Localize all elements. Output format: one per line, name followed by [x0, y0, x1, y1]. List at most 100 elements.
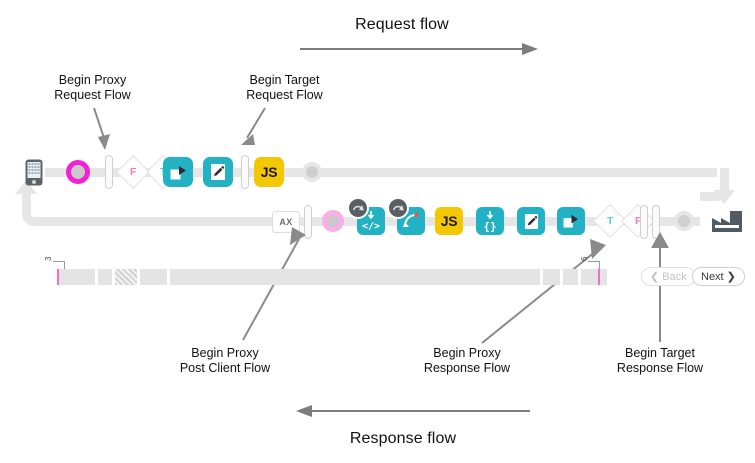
separator-bar-glyph: [652, 205, 660, 239]
timeline-divider: [167, 269, 170, 285]
timeline-marker-right[interactable]: [598, 269, 600, 285]
request-flow-title: Request flow: [355, 16, 449, 33]
next-button[interactable]: Next ❯: [692, 267, 745, 286]
flow-end-marker[interactable]: [674, 211, 694, 231]
response-flow-arrow: [296, 405, 530, 417]
callout-begin-target-request-flow: Begin Target Request Flow: [222, 73, 347, 103]
callout-begin-proxy-response-flow: Begin Proxy Response Flow: [402, 346, 532, 376]
callout-line-2: Response Flow: [423, 361, 511, 375]
condition-label: F: [129, 165, 137, 178]
xml-code-icon: </>: [362, 211, 380, 232]
mobile-device-icon[interactable]: [24, 158, 44, 186]
callout-begin-proxy-post-client-flow: Begin Proxy Post Client Flow: [160, 346, 290, 376]
request-flow-arrowhead: [713, 190, 735, 204]
javascript-tile: JS: [435, 207, 463, 235]
policy-edit[interactable]: [203, 157, 233, 187]
javascript-label: JS: [440, 213, 458, 229]
pencil-icon: [211, 164, 225, 180]
assign-message-icon: [170, 165, 186, 179]
callout-arrow-begin-proxy-request-flow: [93, 107, 110, 150]
target-server-icon[interactable]: [712, 209, 742, 233]
curved-arrow-icon: [353, 205, 364, 211]
timeline-right-tick-label: 6: [580, 256, 589, 261]
flow-end-dot: [302, 162, 322, 182]
svg-text:{}: {}: [483, 220, 496, 233]
edit-tile: [517, 207, 545, 235]
xml-code-tile: </>: [357, 207, 385, 235]
callout-line-2: Request Flow: [54, 88, 131, 102]
back-button[interactable]: ❮ Back: [641, 267, 696, 286]
callout-line-1: Begin Proxy: [191, 346, 259, 360]
callout-arrow-begin-proxy-response-flow: [481, 239, 606, 344]
assign-message-tile: [557, 207, 585, 235]
timeline-divider: [95, 269, 98, 285]
curved-arrow-icon: [393, 205, 404, 211]
policy-javascript[interactable]: JS: [254, 157, 284, 187]
timeline-right-tick-line: [599, 261, 600, 275]
timeline-left-tick-label: 3: [44, 256, 53, 261]
timeline[interactable]: 3 6 ❮ Back Next ❯: [0, 255, 755, 295]
callout-line-1: Begin Target: [625, 346, 695, 360]
policy-assign-message[interactable]: [163, 157, 193, 187]
assign-message-icon: [563, 214, 578, 228]
ax-box: AX: [272, 211, 300, 233]
flow-separator-bar[interactable]: [241, 155, 249, 189]
request-flow-down-segment: [720, 172, 729, 192]
timeline-divider: [578, 269, 581, 285]
callout-arrow-begin-target-response-flow: [651, 232, 669, 342]
fault-rule-badge[interactable]: [387, 197, 409, 219]
timeline-divider: [560, 269, 563, 285]
raise-fault-icon: [403, 212, 419, 228]
factory-glyph: [712, 211, 742, 232]
post-client-ring: [322, 210, 344, 232]
separator-bar-glyph: [640, 205, 648, 239]
edit-tile: [203, 157, 233, 187]
callout-arrow-begin-target-request-flow: [241, 107, 266, 145]
callout-line-2: Response Flow: [616, 361, 704, 375]
policy-json[interactable]: {}: [476, 207, 504, 235]
json-tile: {}: [476, 207, 504, 235]
condition-label: T: [606, 214, 614, 227]
pencil-icon: [524, 213, 538, 229]
request-flow-track: [45, 168, 717, 177]
response-flow-up-segment: [22, 190, 31, 202]
response-flow-corner-left: [22, 193, 57, 226]
timeline-track[interactable]: [57, 269, 607, 285]
timeline-divider: [112, 269, 115, 285]
request-flow-arrow: [300, 43, 538, 55]
timeline-left-tick-cap: [53, 261, 65, 262]
assign-message-tile: [163, 157, 193, 187]
flow-separator-bar[interactable]: [105, 155, 113, 189]
json-icon: {}: [483, 211, 497, 233]
post-client-marker[interactable]: [322, 210, 344, 232]
separator-bar-glyph: [105, 155, 113, 189]
timeline-marker-left[interactable]: [57, 269, 59, 285]
policy-xml-code[interactable]: </>: [347, 197, 385, 235]
callout-begin-target-response-flow: Begin Target Response Flow: [595, 346, 725, 376]
callout-line-1: Begin Proxy: [433, 346, 501, 360]
policy-edit[interactable]: [517, 207, 545, 235]
callout-line-2: Request Flow: [246, 88, 323, 102]
flow-separator-bar[interactable]: [652, 205, 660, 239]
flow-separator-bar[interactable]: [640, 205, 648, 239]
timeline-hatched-segment: [115, 269, 137, 285]
flow-separator-bar[interactable]: [304, 205, 312, 239]
mobile-device-glyph: [25, 159, 43, 185]
ax-node[interactable]: AX: [272, 211, 300, 233]
separator-bar-glyph: [304, 205, 312, 239]
timeline-left-tick-line: [64, 261, 65, 275]
callout-line-2: Post Client Flow: [179, 361, 271, 375]
flow-start-marker[interactable]: [66, 160, 90, 184]
javascript-tile: JS: [254, 157, 284, 187]
flow-end-marker[interactable]: [302, 162, 322, 182]
timeline-divider: [540, 269, 543, 285]
timeline-divider: [137, 269, 140, 285]
timeline-right-tick-cap: [588, 261, 600, 262]
policy-javascript[interactable]: JS: [435, 207, 463, 235]
policy-assign-message[interactable]: [557, 207, 585, 235]
javascript-label: JS: [260, 164, 278, 180]
fault-rule-badge[interactable]: [347, 197, 369, 219]
flow-start-ring: [66, 160, 90, 184]
policy-raise-fault[interactable]: [387, 197, 425, 235]
